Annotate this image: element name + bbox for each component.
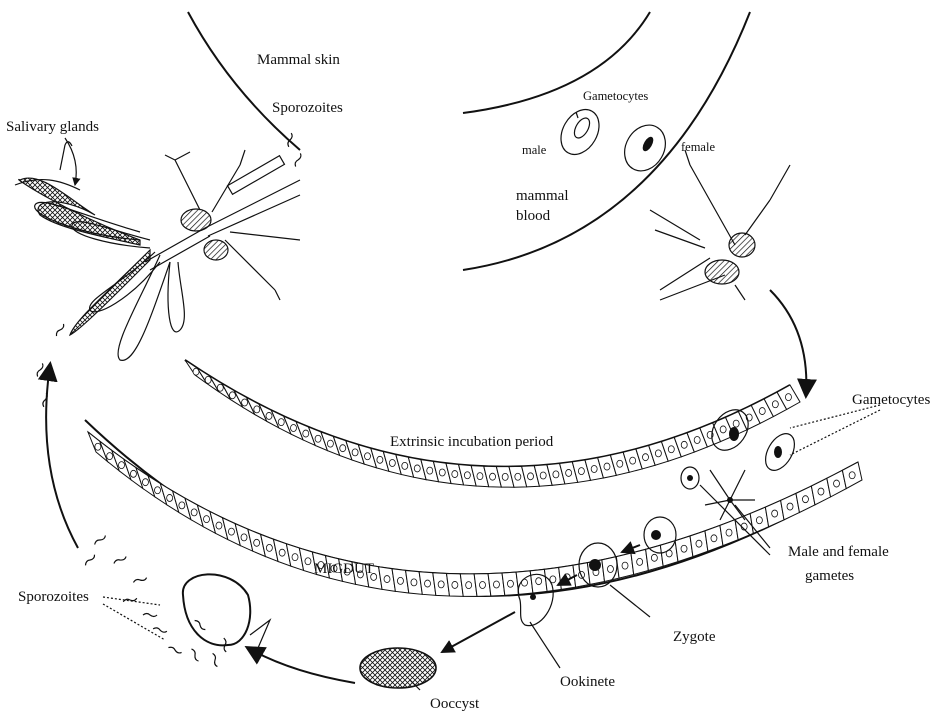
label-sporozoites-left: Sporozoites: [18, 589, 89, 605]
label-gametocytes-right: Gametocytes: [852, 392, 930, 408]
label-mammal-skin: Mammal skin: [257, 52, 340, 68]
arrow-icon: [622, 545, 640, 552]
arrow-icon: [248, 648, 355, 683]
label-female: female: [681, 140, 715, 154]
sporozoite-icon: [123, 597, 137, 604]
salivary-glands: [15, 142, 184, 361]
sporozoite-icon: [94, 534, 107, 545]
oocyst-icon: [360, 648, 436, 688]
arrow-icon: [46, 365, 78, 548]
lower-epithelium: [88, 432, 862, 596]
sporozoite-icon: [133, 576, 147, 584]
sporozoite-icon: [168, 646, 182, 654]
label-sporozoites-top: Sporozoites: [272, 100, 343, 116]
sporozoite-icon: [113, 555, 127, 565]
label-extrinsic-incubation: Extrinsic incubation period: [390, 434, 554, 450]
label-salivary-glands: Salivary glands: [6, 119, 99, 135]
label-oocyst: Ooccyst: [430, 696, 480, 712]
sporozoite-icon: [190, 648, 200, 662]
sporozoite-icon: [143, 614, 157, 617]
skin-boundary-outer: [188, 12, 300, 150]
label-blood: blood: [516, 208, 551, 224]
label-ookinete: Ookinete: [560, 674, 615, 690]
arrow-icon: [770, 290, 806, 395]
sporozoite-icon: [194, 619, 207, 630]
label-male-female-gametes-2: gametes: [805, 568, 854, 584]
gametocyte-icon: [617, 118, 674, 179]
gamete-icon: [681, 467, 755, 520]
sporozoite-icon: [84, 554, 95, 567]
upper-epithelium: [185, 360, 800, 487]
sporozoite-icon: [153, 627, 167, 632]
label-male: male: [522, 143, 547, 157]
arrow-icon: [442, 612, 515, 652]
sporozoite-icon: [36, 363, 44, 377]
label-gametocytes-top: Gametocytes: [583, 89, 648, 103]
sporozoite-icon: [211, 653, 219, 667]
sporozoite-icon: [55, 323, 65, 337]
gametocyte-icon: [553, 103, 606, 162]
label-zygote: Zygote: [673, 629, 716, 645]
label-male-female-gametes-1: Male and female: [788, 544, 889, 560]
sporozoite-icon: [294, 153, 302, 167]
label-mammal: mammal: [516, 188, 569, 204]
label-midgut: MIGDUT: [314, 561, 374, 577]
mosquito-icon: [650, 150, 790, 300]
gut-wall-outer-2: [88, 432, 858, 574]
